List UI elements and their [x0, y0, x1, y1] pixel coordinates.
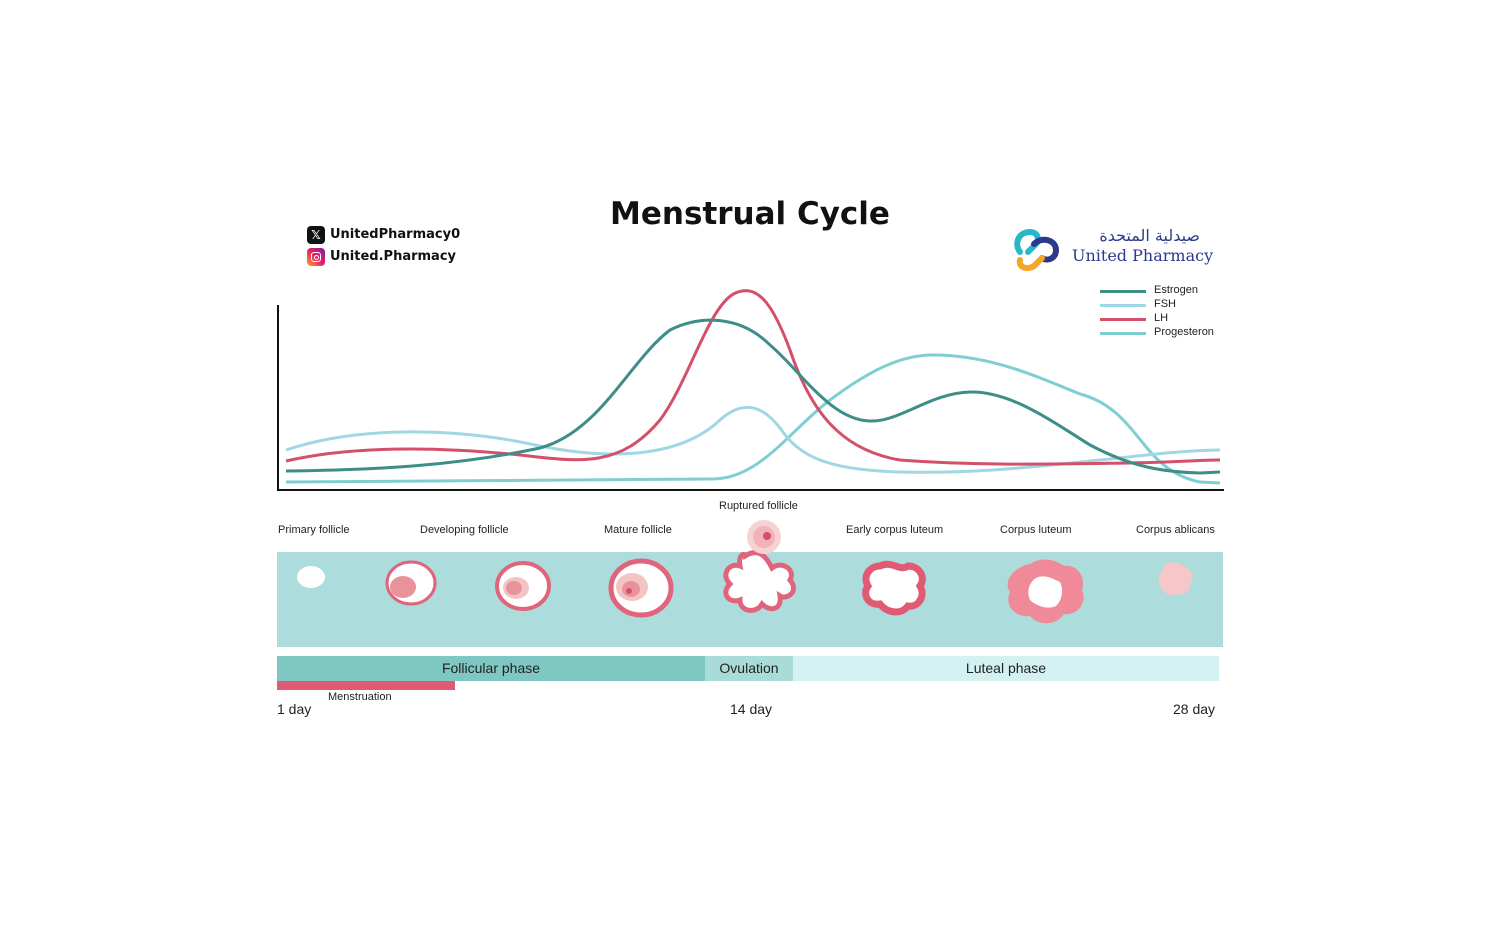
page-title: Menstrual Cycle [610, 196, 890, 232]
day-end-label: 28 day [1173, 701, 1216, 717]
legend-swatch [1100, 290, 1146, 293]
label-ruptured-follicle: Ruptured follicle [719, 500, 798, 512]
legend-label: Estrogen [1154, 284, 1199, 296]
label-early-corpus-luteum: Early corpus luteum [846, 524, 944, 536]
legend-label: LH [1154, 312, 1169, 324]
luteal-phase-bar: Luteal phase [793, 656, 1219, 681]
label-mature-follicle: Mature follicle [604, 524, 672, 536]
fsh-curve [285, 405, 1221, 474]
twitter-handle-text: UnitedPharmacy0 [330, 227, 461, 242]
estrogen-curve [285, 318, 1221, 475]
legend-label: Progesteron [1154, 326, 1214, 338]
day-start-label: 1 day [277, 701, 312, 717]
menstruation-bar [277, 681, 455, 690]
instagram-handle-text: United.Pharmacy [330, 249, 457, 264]
day-mid-label: 14 day [730, 701, 773, 717]
label-corpus-albicans: Corpus ablicans [1136, 524, 1215, 536]
instagram-icon [307, 248, 325, 266]
label-primary-follicle: Primary follicle [278, 524, 350, 536]
legend-swatch [1100, 332, 1146, 335]
legend-swatch [1100, 304, 1146, 307]
legend-label: FSH [1154, 298, 1176, 310]
menstruation-label: Menstruation [328, 691, 392, 703]
x-twitter-icon: 𝕏 [307, 226, 325, 244]
logo-arabic-name: صيدلية المتحدة [1099, 226, 1200, 245]
follicle-band [277, 552, 1223, 647]
lh-curve [285, 289, 1221, 466]
united-pharmacy-logo-icon [1014, 228, 1060, 271]
ovulation-phase-bar: Ovulation [705, 656, 793, 681]
legend-swatch [1100, 318, 1146, 321]
logo-english-name: United Pharmacy [1072, 246, 1214, 265]
label-corpus-luteum: Corpus luteum [1000, 524, 1072, 536]
label-developing-follicle: Developing follicle [420, 524, 509, 536]
progesteron-curve [285, 353, 1221, 485]
follicular-phase-bar: Follicular phase [277, 656, 705, 681]
